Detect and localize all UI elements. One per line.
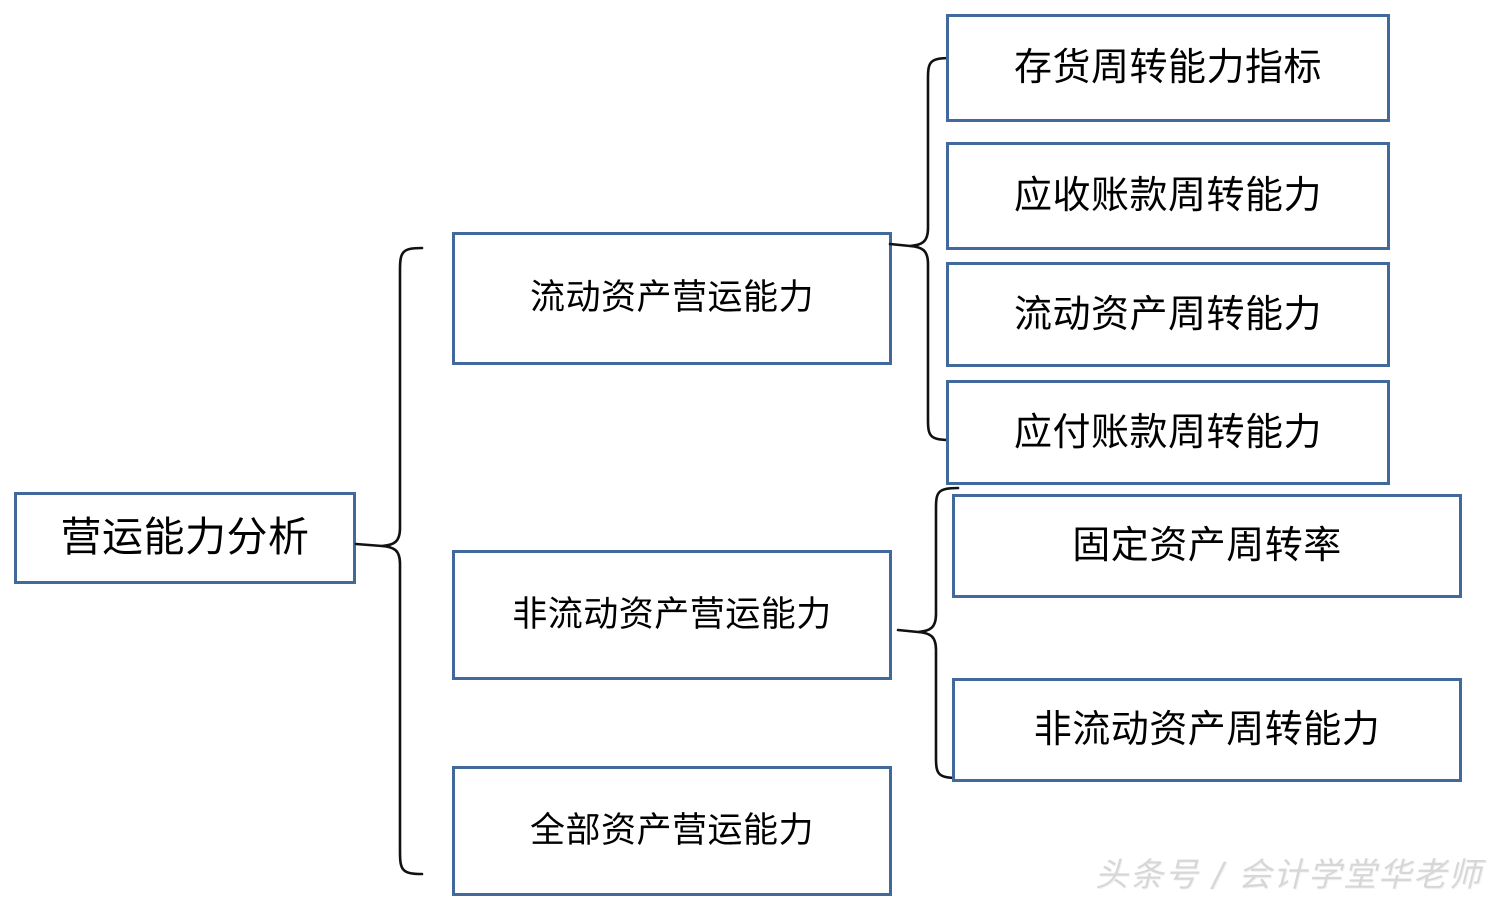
node-noncurrent-assets-operating-capability[interactable]: 非流动资产营运能力	[452, 550, 892, 680]
brace-current-assets-to-children	[888, 52, 952, 452]
node-noncurrent-assets-turnover[interactable]: 非流动资产周转能力	[952, 678, 1462, 782]
node-fixed-assets-turnover-ratio[interactable]: 固定资产周转率	[952, 494, 1462, 598]
node-l2-0-label: 流动资产营运能力	[529, 278, 814, 319]
node-root-operating-capability-analysis[interactable]: 营运能力分析	[14, 492, 356, 584]
node-l3a-3-label: 应付账款周转能力	[1013, 409, 1322, 454]
node-current-assets-operating-capability[interactable]: 流动资产营运能力	[452, 232, 892, 365]
brace-noncurrent-assets-to-children	[896, 482, 960, 787]
node-accounts-payable-turnover[interactable]: 应付账款周转能力	[946, 380, 1390, 485]
node-l3b-0-label: 固定资产周转率	[1072, 523, 1342, 568]
brace-root-to-level2	[354, 240, 424, 890]
node-l2-1-label: 非流动资产营运能力	[512, 594, 832, 635]
node-inventory-turnover-indicator[interactable]: 存货周转能力指标	[946, 14, 1390, 122]
node-l3a-1-label: 应收账款周转能力	[1013, 173, 1322, 218]
node-l2-2-label: 全部资产营运能力	[529, 810, 814, 851]
node-current-assets-turnover[interactable]: 流动资产周转能力	[946, 262, 1390, 367]
node-l3a-2-label: 流动资产周转能力	[1013, 291, 1322, 336]
node-total-assets-operating-capability[interactable]: 全部资产营运能力	[452, 766, 892, 896]
node-root-label: 营运能力分析	[60, 513, 310, 562]
node-accounts-receivable-turnover[interactable]: 应收账款周转能力	[946, 142, 1390, 250]
node-l3a-0-label: 存货周转能力指标	[1013, 45, 1322, 90]
watermark-credit: 头条号 / 会计学堂华老师	[1095, 855, 1484, 894]
node-l3b-1-label: 非流动资产周转能力	[1033, 707, 1381, 752]
